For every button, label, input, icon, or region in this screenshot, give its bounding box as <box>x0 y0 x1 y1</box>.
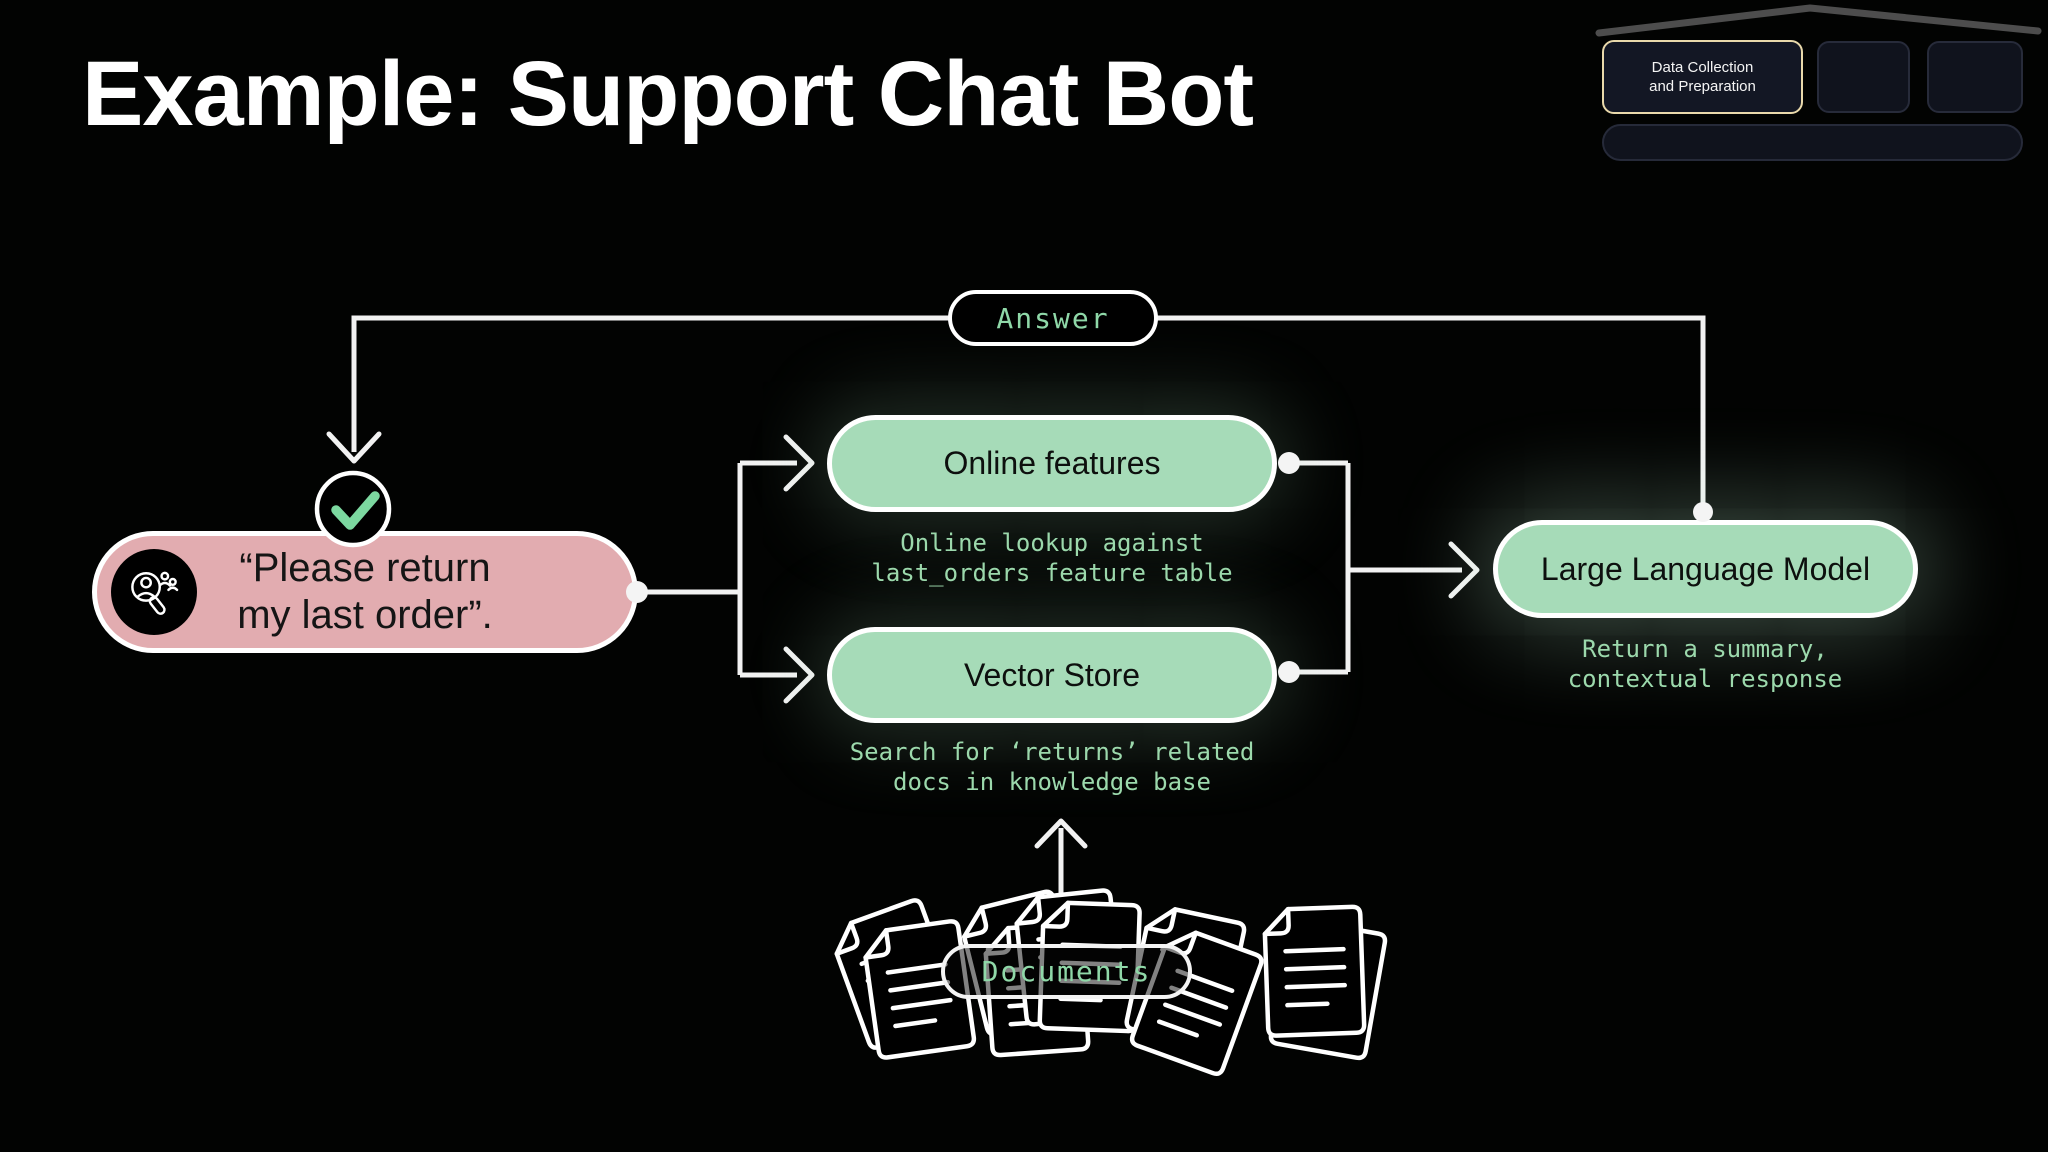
line-merge-to-llm <box>1290 460 1462 675</box>
online-features-caption: Online lookup against last_orders featur… <box>871 529 1233 587</box>
answer-label: Answer <box>996 301 1110 335</box>
roof-icon <box>1595 4 2042 37</box>
vector-store-node: Vector Store <box>827 627 1277 723</box>
arrowhead-right-icon <box>783 646 815 704</box>
nav-tab-label-line1: Data Collection <box>1651 58 1754 76</box>
user-query-node: “Please return my last order”. <box>92 531 638 653</box>
customer-search-icon <box>111 549 197 635</box>
document-icon <box>1264 907 1364 1036</box>
nav-progress-bar[interactable] <box>1602 124 2023 161</box>
answer-node: Answer <box>948 290 1158 346</box>
connector-dot <box>1693 502 1713 522</box>
online-features-node: Online features <box>827 415 1277 512</box>
documents-node: Documents <box>941 944 1192 999</box>
documents-label: Documents <box>981 955 1152 988</box>
nav-tab-label-line2: and Preparation <box>1649 78 1756 95</box>
document-icon <box>1270 918 1386 1059</box>
nav-tab-2[interactable] <box>1817 41 1910 113</box>
arrowhead-up-icon <box>1034 818 1088 849</box>
page-title: Example: Support Chat Bot <box>82 43 1254 145</box>
deck-nav: Data Collection and Preparation <box>1590 2 2048 170</box>
user-query-line2: my last order”. <box>237 593 493 637</box>
vector-store-caption: Search for ‘returns’ related docs in kno… <box>849 738 1255 796</box>
llm-caption: Return a summary, contextual response <box>1567 635 1843 693</box>
arrowhead-down-icon <box>326 431 382 464</box>
nav-tab-3[interactable] <box>1927 41 2023 113</box>
nav-tab-data-collection[interactable]: Data Collection and Preparation <box>1602 40 1803 114</box>
vector-store-label: Vector Store <box>963 656 1141 693</box>
connector-dot <box>1278 661 1300 683</box>
line-user-split <box>638 460 797 678</box>
llm-label: Large Language Model <box>1540 550 1871 587</box>
arrowhead-right-icon <box>1448 541 1480 599</box>
online-features-label: Online features <box>943 445 1161 481</box>
arrowhead-right-icon <box>783 434 815 492</box>
connector-dot <box>1278 452 1300 474</box>
user-query-line1: “Please return <box>239 545 491 590</box>
llm-node: Large Language Model <box>1493 520 1918 618</box>
